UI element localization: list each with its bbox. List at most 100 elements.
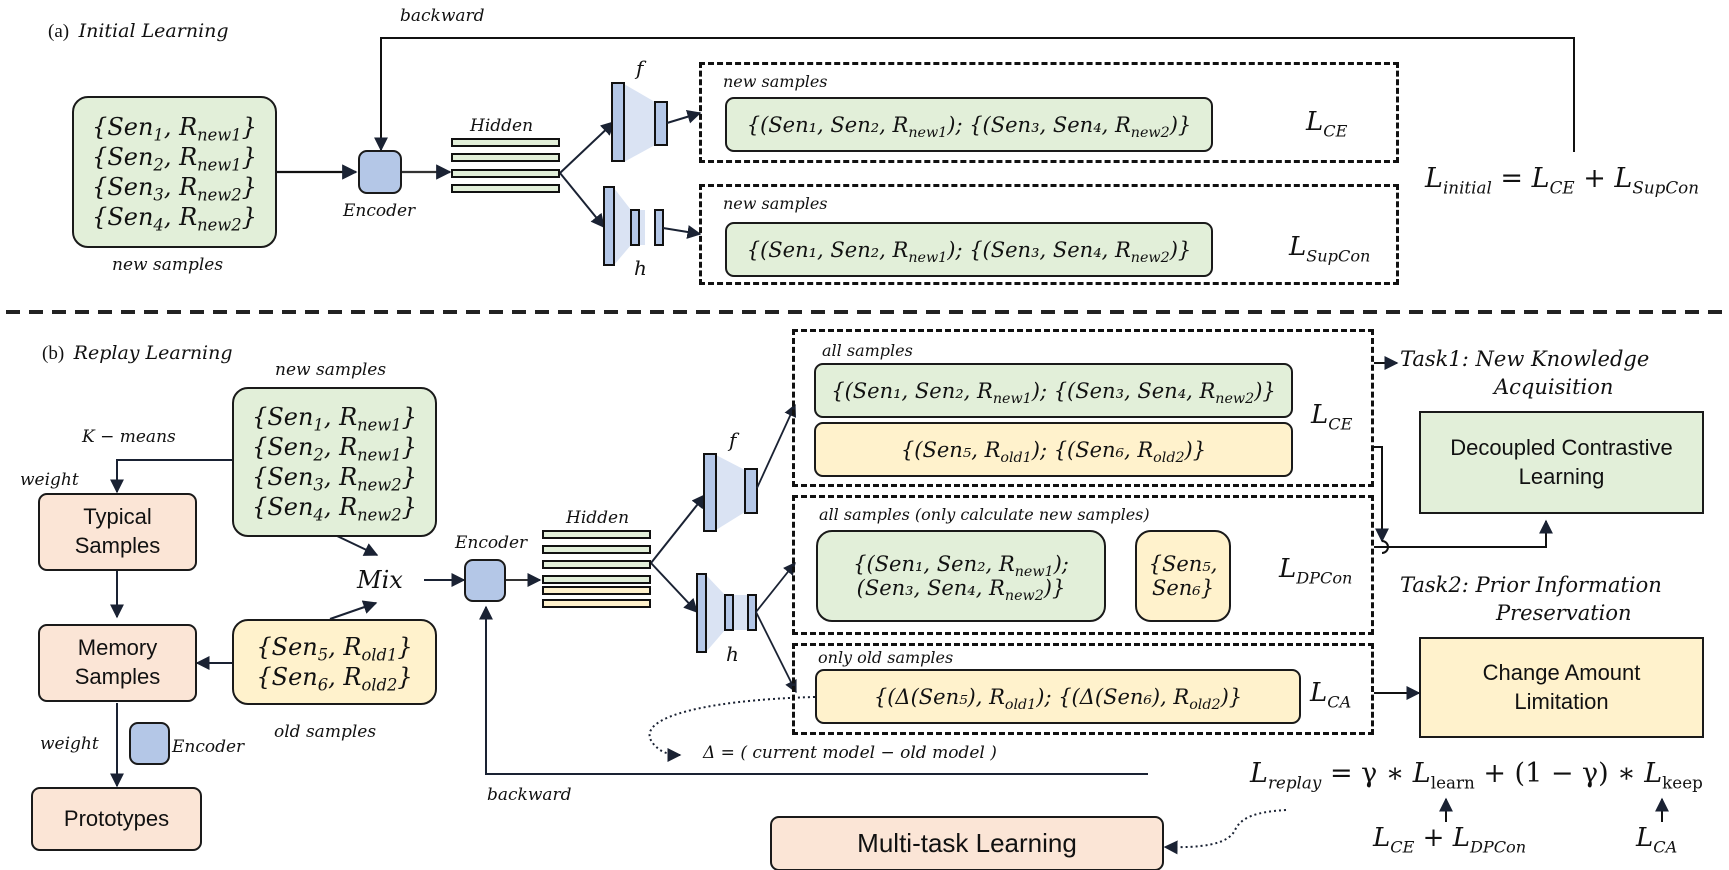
delta-dotted-curve xyxy=(648,696,816,762)
arrow-f-to-ce-b xyxy=(756,403,797,489)
sample-entry: {Sen2, Rnew1} xyxy=(92,143,257,175)
arrow-hidden-to-h-a xyxy=(559,172,605,229)
hidden-bar xyxy=(542,586,651,595)
backward-label-a: backward xyxy=(400,6,485,26)
panel-b-title: Replay Learning xyxy=(73,342,233,364)
new-samples-caption-a: new samples xyxy=(112,255,224,275)
hidden-label-b: Hidden xyxy=(566,508,630,528)
ca-content: {(Δ(Sen₅), Rold1); {(Δ(Sen₆), Rold2)} xyxy=(873,684,1243,713)
typical-samples-box: Typical Samples xyxy=(38,493,197,571)
supcon-caption-a: new samples xyxy=(723,194,828,213)
panel-b-tag: (b) xyxy=(42,343,65,364)
supcon-loss-region-a xyxy=(699,184,1399,285)
arrow-h-to-supcon-a xyxy=(662,225,702,239)
backward-label-b: backward xyxy=(487,785,572,805)
hidden-bar xyxy=(451,138,560,147)
loss-ce-b: LCE xyxy=(1311,400,1353,434)
new-samples-box-a: {Sen1, Rnew1}{Sen2, Rnew1}{Sen3, Rnew2}{… xyxy=(72,96,277,248)
panel-a-title: Initial Learning xyxy=(78,20,229,42)
replay-rhs: = γ ∗ Llearn + (1 − γ) ∗ Lkeep xyxy=(1329,758,1703,793)
ce-caption-b: all samples xyxy=(822,341,913,360)
arrow-hidden-to-f-b xyxy=(650,493,706,564)
new-samples-caption-b: new samples xyxy=(275,360,387,380)
hidden-bar xyxy=(542,530,651,539)
path-ce-to-task2 xyxy=(1374,446,1389,543)
projection-head-h-b xyxy=(696,573,757,653)
arrow-new-to-mix xyxy=(334,534,379,556)
dpcon-caption: all samples (only calculate new samples) xyxy=(819,505,1150,524)
prototypes-box: Prototypes xyxy=(31,787,202,851)
multitask-label: Multi-task Learning xyxy=(857,827,1077,858)
sample-entry: {Sen1, Rnew1} xyxy=(92,113,257,145)
loss-ce-a: LCE xyxy=(1306,107,1348,141)
task2-subtitle: Preservation xyxy=(1496,601,1632,625)
ca-samples-box: {(Δ(Sen₅), Rold1); {(Δ(Sen₆), Rold2)} xyxy=(815,669,1301,724)
memory-samples-label: Memory Samples xyxy=(74,635,161,689)
mix-label: Mix xyxy=(357,566,403,594)
loss-ca: LCA xyxy=(1310,678,1352,712)
head-f-label-b: f xyxy=(729,428,737,452)
task1-title: Task1: New Knowledge xyxy=(1400,347,1650,371)
kmeans-label: K − means xyxy=(82,427,176,447)
kmeans-path xyxy=(110,459,232,494)
encoder-block-a xyxy=(358,150,402,194)
head-f-label-a: f xyxy=(636,56,644,80)
hidden-bar xyxy=(451,153,560,162)
dpcon-old-line-2: Sen₆} xyxy=(1151,576,1215,600)
dpcon-new-line-2: (Sen₃, Sen₄, Rnew2)} xyxy=(856,576,1066,604)
ce-samples-box-a: {(Sen₁, Sen₂, Rnew1); {(Sen₃, Sen₄, Rnew… xyxy=(725,97,1213,152)
change-amount-limitation-box: Change Amount Limitation xyxy=(1419,637,1704,738)
supcon-content-a: {(Sen₁, Sen₂, Rnew1); {(Sen₃, Sen₄, Rnew… xyxy=(746,237,1192,266)
panel-b-heading: (b) Replay Learning xyxy=(42,342,233,365)
memory-samples-box: Memory Samples xyxy=(38,624,197,702)
loss-supcon-a: LSupCon xyxy=(1289,232,1371,266)
typical-samples-label: Typical Samples xyxy=(74,504,161,558)
arrow-h-to-dpcon xyxy=(755,562,796,613)
sample-entry: {Sen2, Rnew1} xyxy=(252,433,417,465)
ca-loss-region xyxy=(792,643,1374,735)
dpcon-new-line-1: {(Sen₁, Sen₂, Rnew1); xyxy=(853,552,1069,580)
small-encoder-block xyxy=(129,722,170,765)
hidden-bar xyxy=(542,545,651,554)
head-h-label-a: h xyxy=(634,256,647,280)
projection-head-f-b xyxy=(703,453,758,532)
ce-old-content-b: {(Sen₅, Rold1); {(Sen₆, Rold2)} xyxy=(900,437,1207,466)
projection-head-h-a xyxy=(603,186,664,266)
hidden-label-a: Hidden xyxy=(470,116,534,136)
hidden-bar xyxy=(451,184,560,193)
backward-path-a xyxy=(374,37,1575,152)
sample-entry: {Sen3, Rnew2} xyxy=(92,173,257,205)
arrow-hidden-to-h-b xyxy=(650,562,698,614)
sample-entry: {Sen1, Rnew1} xyxy=(252,403,417,435)
hidden-bar xyxy=(451,169,560,178)
panel-a-tag: (a) xyxy=(48,21,70,42)
loss-dpcon: LDPCon xyxy=(1279,554,1353,588)
task2-title: Task2: Prior Information xyxy=(1400,573,1662,597)
ce-new-content-b: {(Sen₁, Sen₂, Rnew1); {(Sen₃, Sen₄, Rnew… xyxy=(831,378,1276,407)
encoder-block-b xyxy=(464,559,506,602)
hidden-bar xyxy=(542,599,651,608)
old-samples-box-b: {Sen5, Rold1}{Sen6, Rold2} xyxy=(232,619,437,705)
sample-entry: {Sen6, Rold2} xyxy=(256,663,413,695)
ce-old-samples-box-b: {(Sen₅, Rold1); {(Sen₆, Rold2)} xyxy=(814,422,1293,477)
replay-loss-formula: Lreplay = γ ∗ Llearn + (1 − γ) ∗ Lkeep xyxy=(1250,758,1703,793)
sample-entry: {Sen4, Rnew2} xyxy=(252,493,417,525)
ce-caption-a: new samples xyxy=(723,72,828,91)
projection-head-f-a xyxy=(611,82,668,162)
new-samples-box-b: {Sen1, Rnew1}{Sen2, Rnew1}{Sen3, Rnew2}{… xyxy=(232,387,437,537)
hidden-bar xyxy=(542,560,651,569)
keep-source: LCA xyxy=(1636,823,1678,857)
dpcon-new-samples-box: {(Sen₁, Sen₂, Rnew1); (Sen₃, Sen₄, Rnew2… xyxy=(816,530,1106,622)
old-samples-caption-b: old samples xyxy=(274,722,377,742)
multi-task-learning-box: Multi-task Learning xyxy=(770,816,1164,870)
sample-entry: {Sen5, Rold1} xyxy=(256,633,413,665)
arrow-hidden-to-f-a xyxy=(559,121,616,174)
ce-loss-region-a xyxy=(699,62,1399,163)
weight-label-top: weight xyxy=(20,470,79,490)
decoupled-label: Decoupled Contrastive Learning xyxy=(1450,434,1673,489)
initial-loss-formula: Linitial = LCE + LSupCon xyxy=(1425,163,1699,198)
panel-a-heading: (a) Initial Learning xyxy=(48,20,229,43)
decoupled-contrastive-learning-box: Decoupled Contrastive Learning xyxy=(1419,411,1704,514)
